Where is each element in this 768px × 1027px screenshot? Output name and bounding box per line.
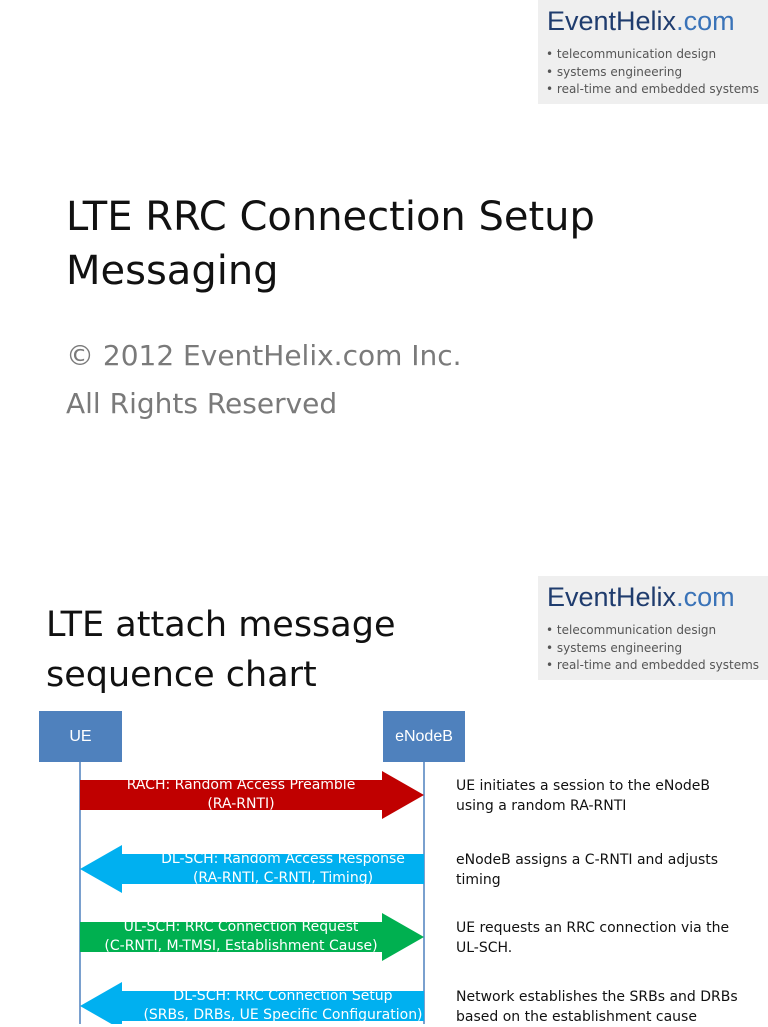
copyright-line: © 2012 EventHelix.com Inc. bbox=[66, 339, 462, 372]
slide-title-line: LTE RRC Connection Setup bbox=[66, 194, 595, 240]
logo-brand-com: .com bbox=[676, 6, 735, 36]
message-note-line: using a random RA-RNTI bbox=[456, 798, 627, 814]
eventhelix-logo: EventHelix.com • telecommunication desig… bbox=[538, 576, 768, 680]
message-note-line: UL-SCH. bbox=[456, 940, 513, 956]
message-label-line: RACH: Random Access Preamble bbox=[126, 777, 356, 793]
message-label-line: (C-RNTI, M-TMSI, Establishment Cause) bbox=[104, 938, 378, 954]
message-note-line: based on the establishment cause bbox=[456, 1009, 697, 1025]
logo-line: • real-time and embedded systems bbox=[546, 82, 760, 96]
eventhelix-logo: EventHelix.com • telecommunication desig… bbox=[538, 0, 768, 104]
message-arrow bbox=[80, 845, 424, 893]
slide-title-line: LTE attach message bbox=[46, 605, 396, 645]
message-note: eNodeB assigns a C-RNTI and adjusts timin… bbox=[456, 850, 746, 890]
logo-line: • real-time and embedded systems bbox=[546, 658, 760, 672]
slide-title: LTE RRC Connection Setup Messaging bbox=[66, 190, 595, 298]
message-label-line: (RA-RNTI) bbox=[207, 796, 275, 812]
logo-brand: EventHelix.com bbox=[547, 6, 735, 37]
logo-line: • systems engineering bbox=[546, 64, 683, 79]
logo-brand-com: .com bbox=[676, 582, 735, 612]
message-note-line: UE initiates a session to the eNodeB bbox=[456, 778, 710, 794]
message-label-line: DL-SCH: RRC Connection Setup bbox=[173, 988, 393, 1004]
logo-brand: EventHelix.com bbox=[547, 582, 735, 613]
message-label-line: (SRBs, DRBs, UE Specific Configuration) bbox=[143, 1007, 423, 1023]
message-arrows bbox=[80, 771, 424, 1024]
slide-title: LTE attach message sequence chart bbox=[46, 600, 396, 700]
sequence-chart-slide: EventHelix.com • telecommunication desig… bbox=[0, 552, 768, 1027]
message-note: UE initiates a session to the eNodeB usin… bbox=[456, 776, 746, 816]
message-note-line: Network establishes the SRBs and DRBs bbox=[456, 989, 738, 1005]
message-note-line: eNodeB assigns a C-RNTI and adjusts bbox=[456, 852, 719, 868]
message-note-line: UE requests an RRC connection via the bbox=[456, 920, 730, 936]
copyright-line: All Rights Reserved bbox=[66, 387, 338, 420]
message-arrow bbox=[80, 982, 424, 1024]
message-label: DL-SCH: RRC Connection Setup (SRBs, DRBs,… bbox=[143, 987, 423, 1025]
logo-line: • systems engineering bbox=[546, 640, 683, 655]
message-note-line: timing bbox=[456, 872, 501, 888]
logo-tagline: • telecommunication design • systems eng… bbox=[546, 622, 759, 675]
message-arrow bbox=[80, 771, 424, 819]
logo-brand-helix: Helix bbox=[616, 582, 677, 612]
logo-brand-event: Event bbox=[547, 582, 617, 612]
copyright: © 2012 EventHelix.com Inc. All Rights Re… bbox=[66, 332, 462, 428]
ue-entity-box: UE bbox=[39, 711, 122, 762]
logo-line: • telecommunication design bbox=[546, 47, 717, 61]
logo-tagline: • telecommunication design • systems eng… bbox=[546, 46, 759, 99]
message-arrow bbox=[80, 913, 424, 961]
logo-brand-helix: Helix bbox=[616, 6, 677, 36]
sequence-diagram bbox=[79, 762, 425, 1024]
logo-brand-event: Event bbox=[547, 6, 617, 36]
message-label: RACH: Random Access Preamble (RA-RNTI) bbox=[101, 776, 381, 814]
message-label-line: DL-SCH: Random Access Response bbox=[161, 851, 405, 867]
message-note: Network establishes the SRBs and DRBs bas… bbox=[456, 987, 746, 1027]
enodeb-entity-box: eNodeB bbox=[383, 711, 465, 762]
slide-title-line: Messaging bbox=[66, 248, 279, 294]
slide-title-line: sequence chart bbox=[46, 655, 317, 695]
message-label-line: UL-SCH: RRC Connection Request bbox=[123, 919, 359, 935]
message-label: DL-SCH: Random Access Response (RA-RNTI, … bbox=[143, 850, 423, 888]
message-label-line: (RA-RNTI, C-RNTI, Timing) bbox=[192, 870, 374, 886]
title-slide: EventHelix.com • telecommunication desig… bbox=[66, 0, 768, 428]
logo-line: • telecommunication design bbox=[546, 623, 717, 637]
message-label: UL-SCH: RRC Connection Request (C-RNTI, M… bbox=[101, 918, 381, 956]
